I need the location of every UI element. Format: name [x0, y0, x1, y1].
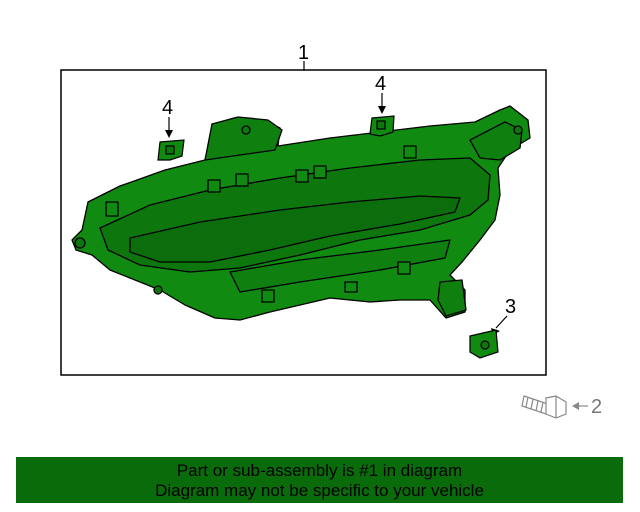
callout-2-arrowhead [572, 402, 579, 410]
callout-3-leader [495, 315, 508, 329]
headlight-assembly[interactable] [71, 105, 531, 321]
callout-4-left-label: 4 [162, 97, 173, 119]
part-2-bolt[interactable] [521, 395, 567, 419]
callout-2-label: 2 [591, 396, 602, 418]
notice-line-2: Diagram may not be specific to your vehi… [155, 481, 484, 500]
callout-3-label: 3 [505, 296, 516, 318]
notice-line-1: Part or sub-assembly is #1 in diagram [176, 461, 463, 480]
notice-banner: Part or sub-assembly is #1 in diagram Di… [16, 457, 623, 503]
part-3-bracket[interactable] [469, 329, 499, 359]
callout-4-right-label: 4 [375, 73, 386, 95]
part-4-clip-right[interactable] [369, 115, 395, 137]
part-4-clip-left[interactable] [157, 139, 185, 161]
callout-4-right-arrowhead [378, 106, 386, 114]
callout-1-label: 1 [298, 42, 309, 64]
callout-4-left-arrowhead [165, 130, 173, 138]
